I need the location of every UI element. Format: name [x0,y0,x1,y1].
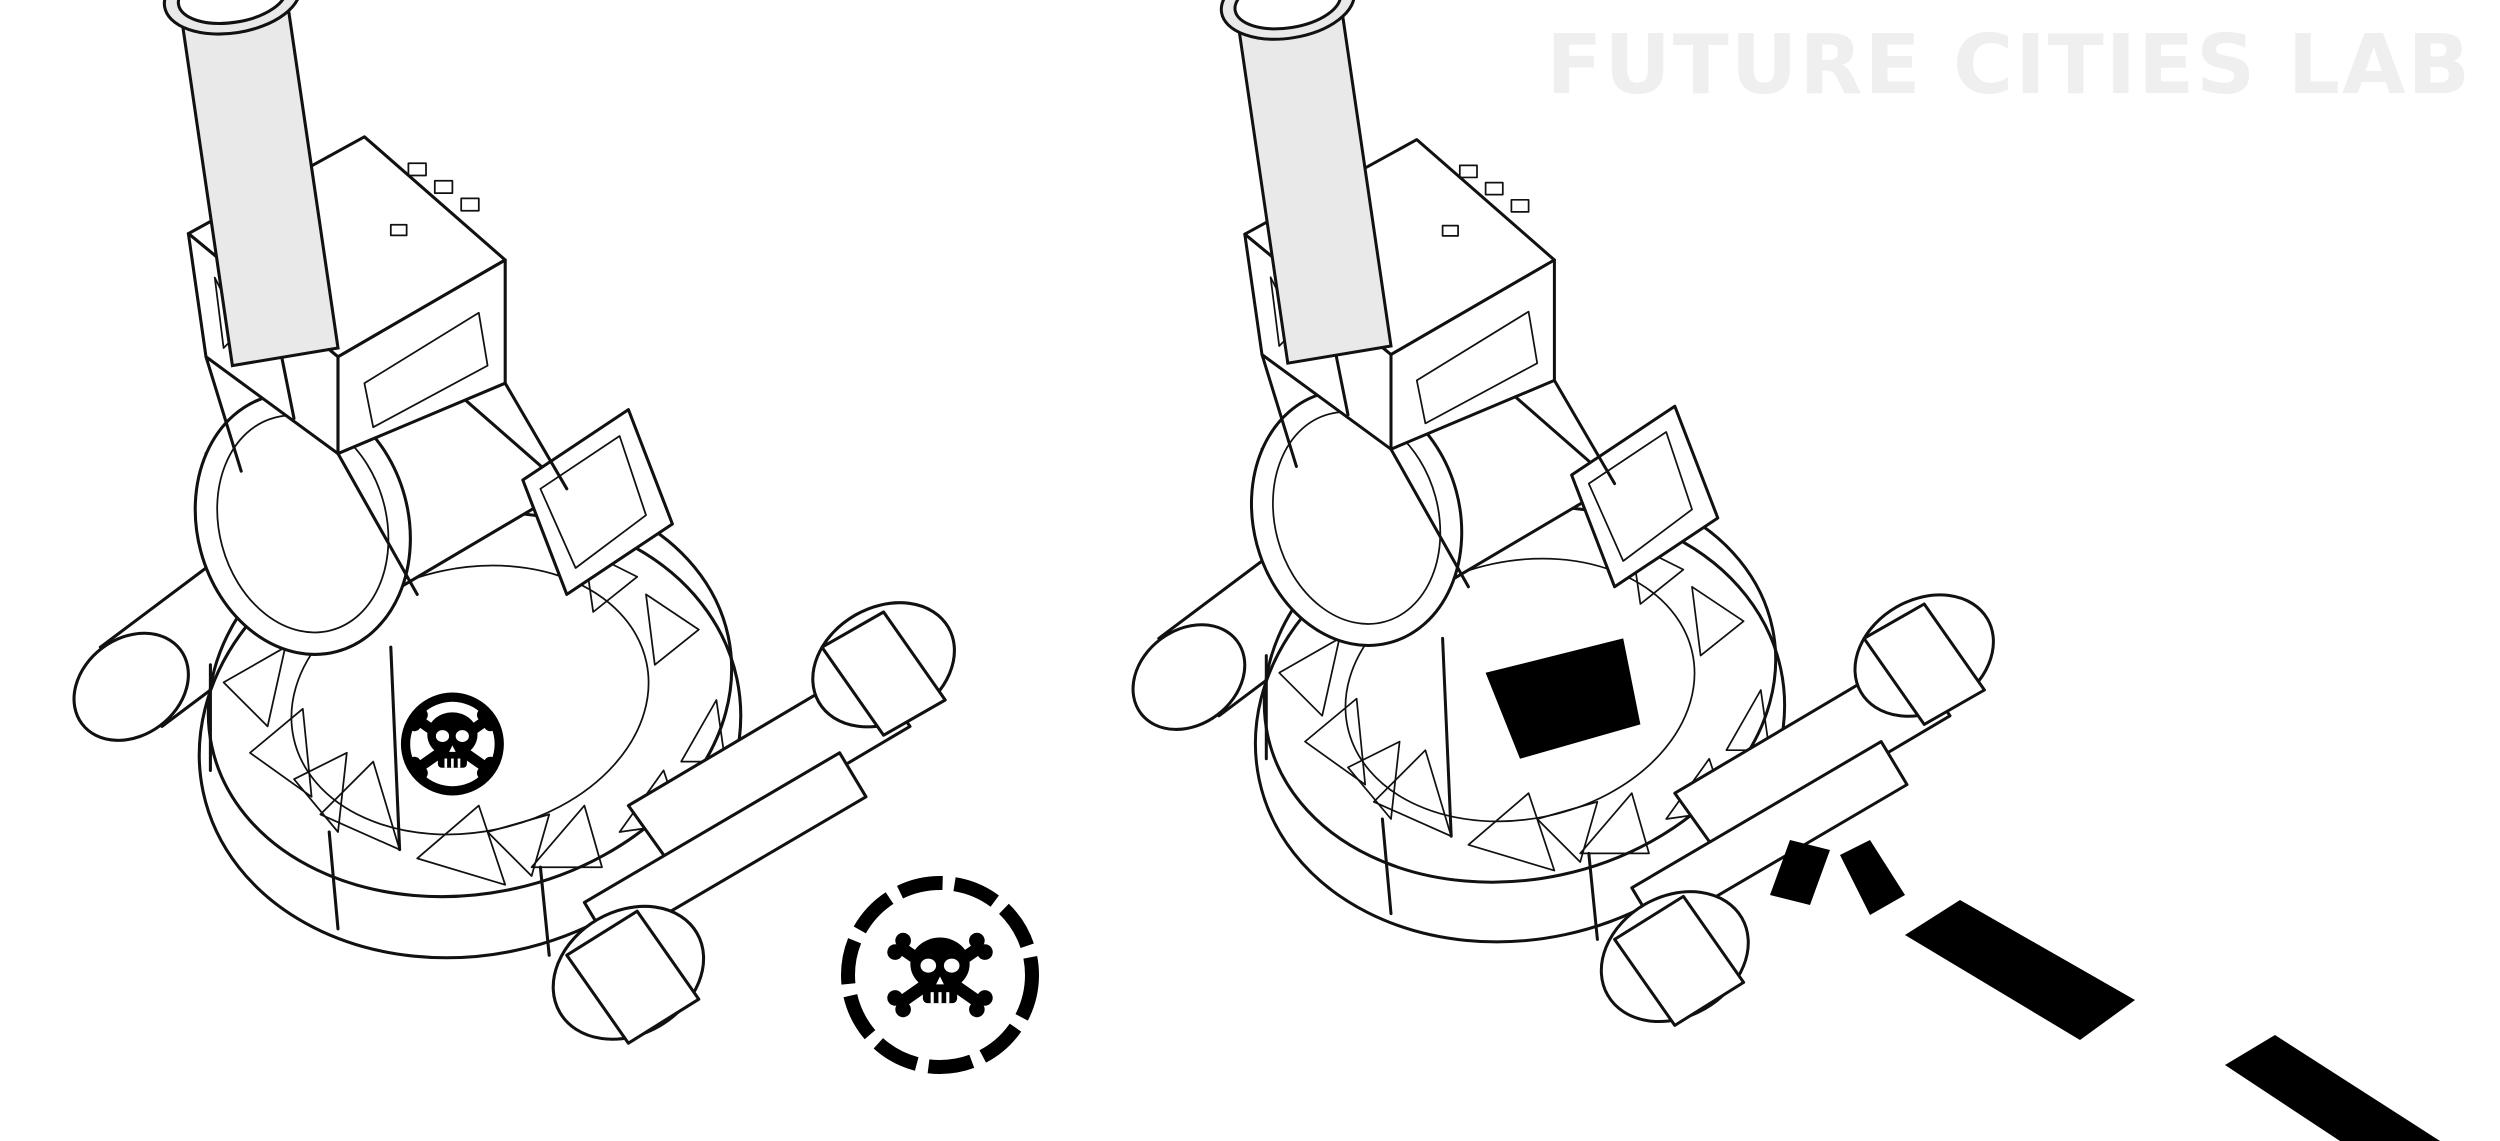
robot-left [51,0,979,1068]
brand-watermark: FUTURE CITIES LAB [1546,18,2472,113]
robot-right [1110,0,2017,1049]
painted-dash-trail [1770,840,2440,1141]
skull-crossbones-stencil-icon [841,876,1039,1074]
hopper-opening [1485,638,1641,759]
skull-emblem-inner [400,692,504,796]
